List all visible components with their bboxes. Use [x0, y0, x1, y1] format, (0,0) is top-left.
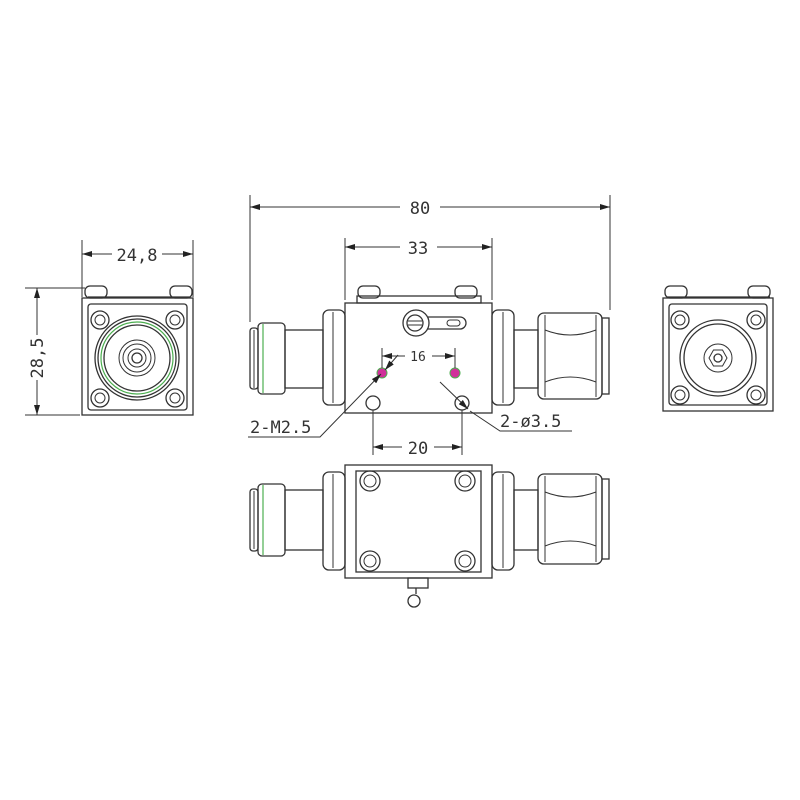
mounting-screw-icon — [670, 310, 766, 405]
sma-male-connector-icon — [491, 309, 610, 406]
height-dimension: 28,5 — [28, 338, 48, 379]
tapped-hole-icon — [376, 367, 461, 379]
tuning-screw-icon — [402, 309, 467, 337]
tapped-hole-spacing-dimension: 16 — [410, 350, 426, 365]
bottom-view — [249, 464, 610, 608]
through-hole-spacing-dimension: 20 — [408, 439, 428, 459]
mounting-screw-icon — [359, 470, 476, 572]
sma-connector-face-icon — [679, 319, 757, 397]
left-end-view: 24,8 28,5 — [25, 240, 194, 416]
hook-icon — [407, 577, 429, 608]
body-length-dimension: 33 — [408, 239, 428, 259]
through-holes-callout: 2-ø3.5 — [500, 412, 561, 432]
mounting-screw-icon — [90, 310, 185, 408]
n-female-connector-icon — [249, 471, 346, 571]
n-female-connector-icon — [249, 309, 346, 406]
right-end-view — [662, 285, 774, 412]
overall-length-dimension: 80 — [410, 199, 430, 219]
tapped-holes-callout: 2-M2.5 — [250, 418, 311, 438]
through-hole-icon — [365, 395, 470, 411]
top-view: 80 33 16 — [248, 195, 611, 459]
width-dimension: 24,8 — [117, 246, 158, 266]
n-connector-face-icon — [94, 315, 180, 401]
sma-male-connector-icon — [491, 471, 610, 571]
